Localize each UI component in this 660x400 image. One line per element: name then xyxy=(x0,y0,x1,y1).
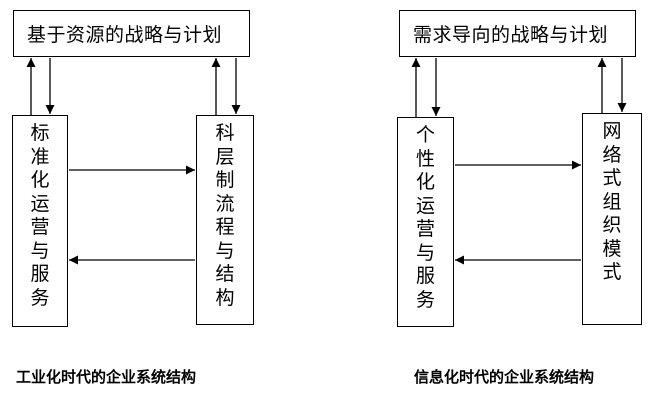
left-top-box: 基于资源的战略与计划 xyxy=(13,10,250,57)
left-top-box-label: 基于资源的战略与计划 xyxy=(27,24,223,46)
right-top-box: 需求导向的战略与计划 xyxy=(399,10,636,57)
right-column-b-box: 网络式组织模式 xyxy=(582,113,642,325)
left-column-b-label: 科层制流程与结构 xyxy=(215,122,235,309)
right-top-box-label: 需求导向的战略与计划 xyxy=(413,24,609,46)
right-caption: 信息化时代的企业系统结构 xyxy=(414,368,595,386)
left-column-a-box: 标准化运营与服务 xyxy=(12,115,68,327)
right-column-a-box: 个性化运营与服务 xyxy=(397,117,454,327)
left-column-a-label: 标准化运营与服务 xyxy=(30,122,50,309)
left-column-b-box: 科层制流程与结构 xyxy=(196,115,254,325)
right-column-a-label: 个性化运营与服务 xyxy=(415,124,435,311)
left-caption: 工业化时代的企业系统结构 xyxy=(16,368,197,386)
right-column-b-label: 网络式组织模式 xyxy=(602,120,622,283)
